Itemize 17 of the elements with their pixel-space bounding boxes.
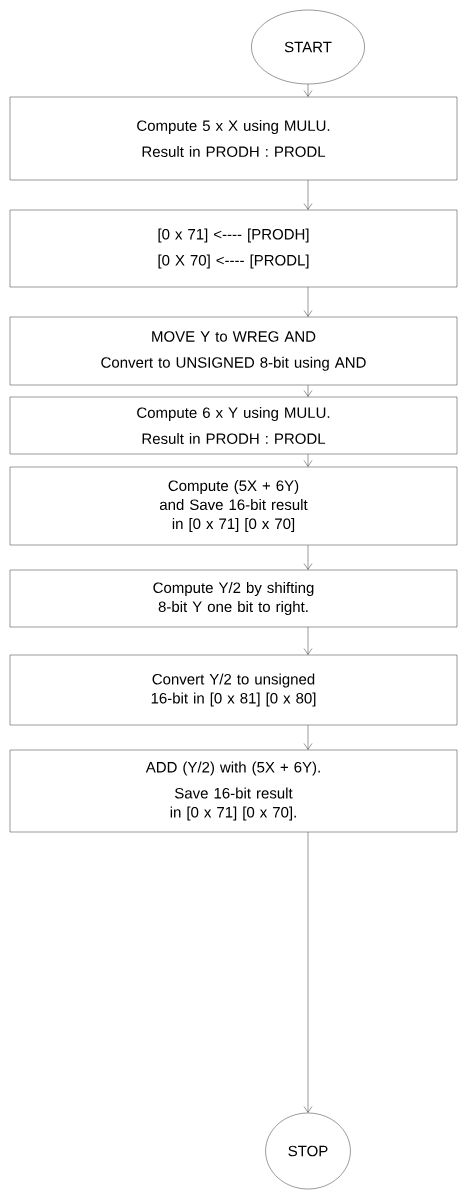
process-box: Compute 6 x Y using MULU. Result in PRODH : PRODL xyxy=(9,396,458,455)
arrow xyxy=(303,84,313,97)
arrow xyxy=(303,545,313,570)
process-box: ADD (Y/2) with (5X + 6Y). Save 16-bit result in [0 x 71] [0 x 70]. xyxy=(9,749,458,833)
arrow xyxy=(303,287,313,317)
arrow xyxy=(303,725,313,750)
arrow xyxy=(303,832,313,1113)
arrow xyxy=(303,454,313,467)
arrow xyxy=(303,180,313,210)
process-box: Compute 5 x X using MULU. Result in PRODH : PRODL xyxy=(9,96,458,181)
process-box: Convert Y/2 to unsigned 16-bit in [0 x 81] [0 x 80] xyxy=(9,654,458,726)
arrow xyxy=(303,385,313,397)
process-box: Compute Y/2 by shifting 8-bit Y one bit to right. xyxy=(9,569,458,628)
arrow xyxy=(303,627,313,655)
process-box: Compute (5X + 6Y) and Save 16-bit result in [0 x 71] [0 x 70] xyxy=(9,466,458,546)
process-box: MOVE Y to WREG AND Convert to UNSIGNED 8-bit using AND xyxy=(9,316,458,386)
process-box: [0 x 71] <---- [PRODH] [0 X 70] <---- [PRODL] xyxy=(9,209,458,288)
